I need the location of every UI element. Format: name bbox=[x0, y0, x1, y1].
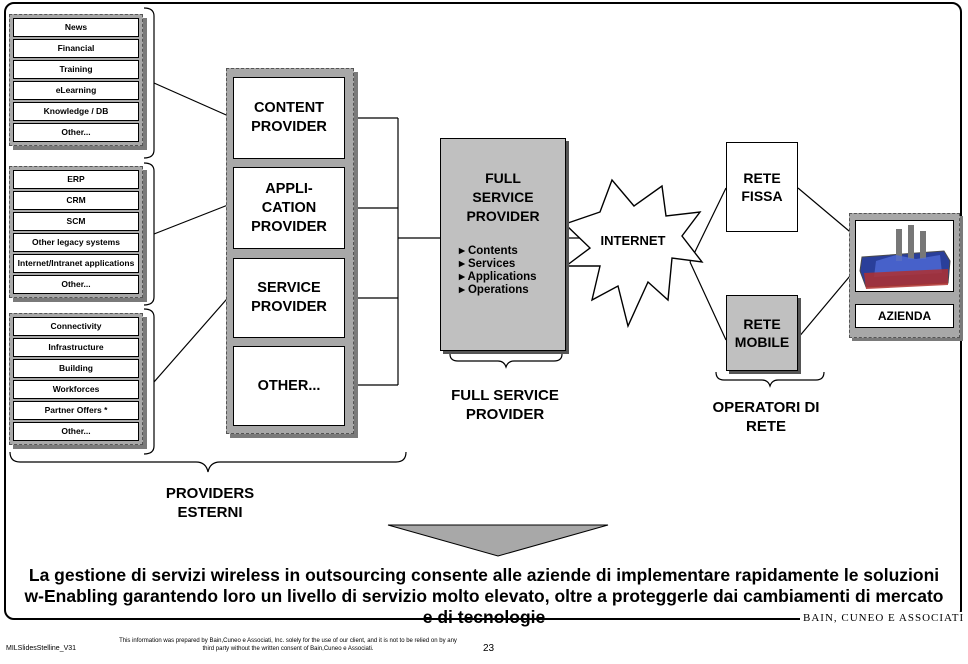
source-item: Connectivity bbox=[13, 317, 139, 336]
source-item: ERP bbox=[13, 170, 139, 189]
source-item: Infrastructure bbox=[13, 338, 139, 357]
source-item: Financial bbox=[13, 39, 139, 58]
fsp-title: FULL SERVICE PROVIDER bbox=[466, 170, 540, 224]
source-item: Other... bbox=[13, 275, 139, 294]
down-arrow-shape bbox=[387, 524, 609, 557]
source-item: Training bbox=[13, 60, 139, 79]
footer-brand: BAIN, CUNEO E ASSOCIATI bbox=[800, 612, 968, 624]
fsp-bullet: ▸ Services bbox=[459, 258, 516, 270]
operatori-label: OPERATORI DI RETE bbox=[712, 399, 820, 435]
source-item: Other legacy systems bbox=[13, 233, 139, 252]
source-item: CRM bbox=[13, 191, 139, 210]
source-item: Knowledge / DB bbox=[13, 102, 139, 121]
internet-label: INTERNET bbox=[600, 233, 666, 248]
source-item: SCM bbox=[13, 212, 139, 231]
source-item: Building bbox=[13, 359, 139, 378]
source-item: Workforces bbox=[13, 380, 139, 399]
footer-page-number: 23 bbox=[483, 643, 495, 654]
source-item: Internet/Intranet applications bbox=[13, 254, 139, 273]
rete-fissa-box: RETE FISSA bbox=[726, 142, 798, 232]
conclusion-text: La gestione di servizi wireless in outso… bbox=[24, 565, 944, 627]
fsp-bullet: ▸ Operations bbox=[459, 284, 529, 296]
providers-esterni-label: PROVIDERS ESTERNI bbox=[165, 485, 255, 521]
other-provider-box: OTHER... bbox=[233, 346, 345, 426]
group-application-sources: ERP CRM SCM Other legacy systems Interne… bbox=[9, 166, 143, 298]
full-service-provider-box: FULL SERVICE PROVIDER ▸ Contents ▸ Servi… bbox=[440, 138, 566, 351]
rete-mobile-box: RETE MOBILE bbox=[726, 295, 798, 371]
slide-frame bbox=[4, 2, 962, 620]
content-provider-box: CONTENT PROVIDER bbox=[233, 77, 345, 159]
footer-disclaimer: This information was prepared by Bain,Cu… bbox=[119, 638, 457, 652]
source-item: eLearning bbox=[13, 81, 139, 100]
source-item: Other... bbox=[13, 422, 139, 441]
source-item: News bbox=[13, 18, 139, 37]
service-provider-box: SERVICE PROVIDER bbox=[233, 258, 345, 338]
factory-image bbox=[855, 220, 954, 292]
fsp-caption: FULL SERVICE PROVIDER bbox=[451, 387, 559, 423]
internet-burst-shape bbox=[563, 178, 704, 329]
azienda-box: AZIENDA bbox=[855, 304, 954, 328]
fsp-bullet: ▸ Contents bbox=[459, 245, 518, 257]
group-content-sources: News Financial Training eLearning Knowle… bbox=[9, 14, 143, 146]
fsp-bullets: ▸ Contents ▸ Services ▸ Applications ▸ O… bbox=[459, 245, 537, 297]
footer-slide-id: MILSlidesStelline_V31 bbox=[6, 645, 77, 652]
source-item: Partner Offers * bbox=[13, 401, 139, 420]
group-service-sources: Connectivity Infrastructure Building Wor… bbox=[9, 313, 143, 445]
source-item: Other... bbox=[13, 123, 139, 142]
fsp-bullet: ▸ Applications bbox=[459, 271, 537, 283]
application-provider-box: APPLI- CATION PROVIDER bbox=[233, 167, 345, 249]
